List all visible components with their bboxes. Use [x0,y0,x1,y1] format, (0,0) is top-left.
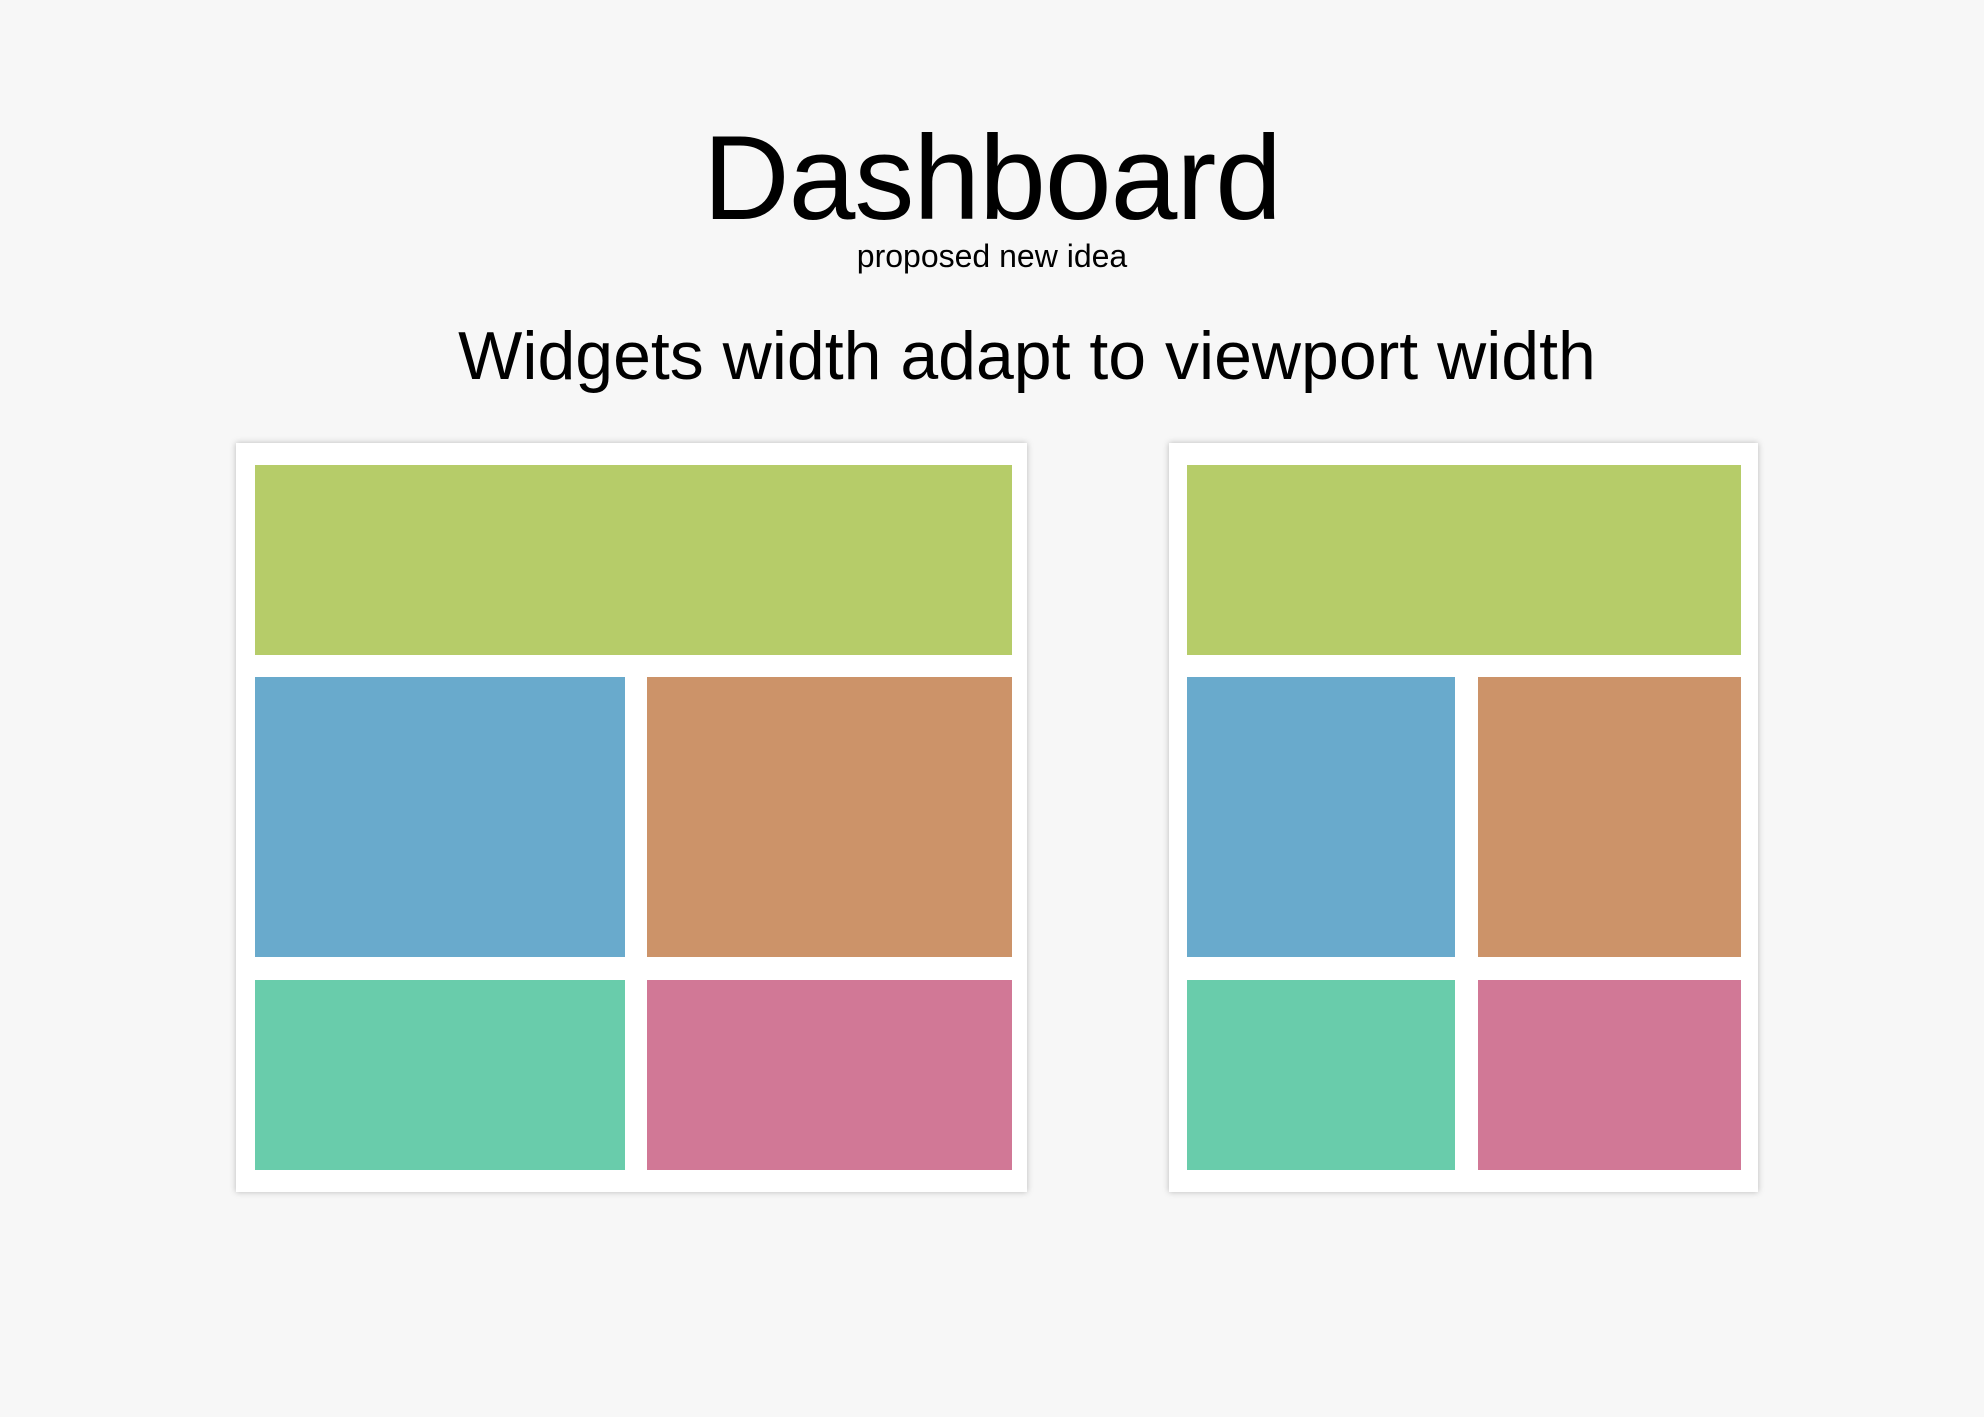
narrow-viewport-frame [1169,443,1758,1192]
widget-green [255,465,1012,655]
widget-blue [1187,677,1455,957]
widget-pink [1478,980,1741,1170]
widget-blue [255,677,625,957]
widget-green [1187,465,1741,655]
widget-teal [255,980,625,1170]
widget-teal [1187,980,1455,1170]
widget-orange [647,677,1012,957]
widget-orange [1478,677,1741,957]
page-title: Dashboard [702,111,1282,245]
wide-viewport-frame [236,443,1027,1192]
page-subtitle: proposed new idea [856,238,1128,274]
section-heading: Widgets width adapt to viewport width [458,318,1596,394]
widget-pink [647,980,1012,1170]
